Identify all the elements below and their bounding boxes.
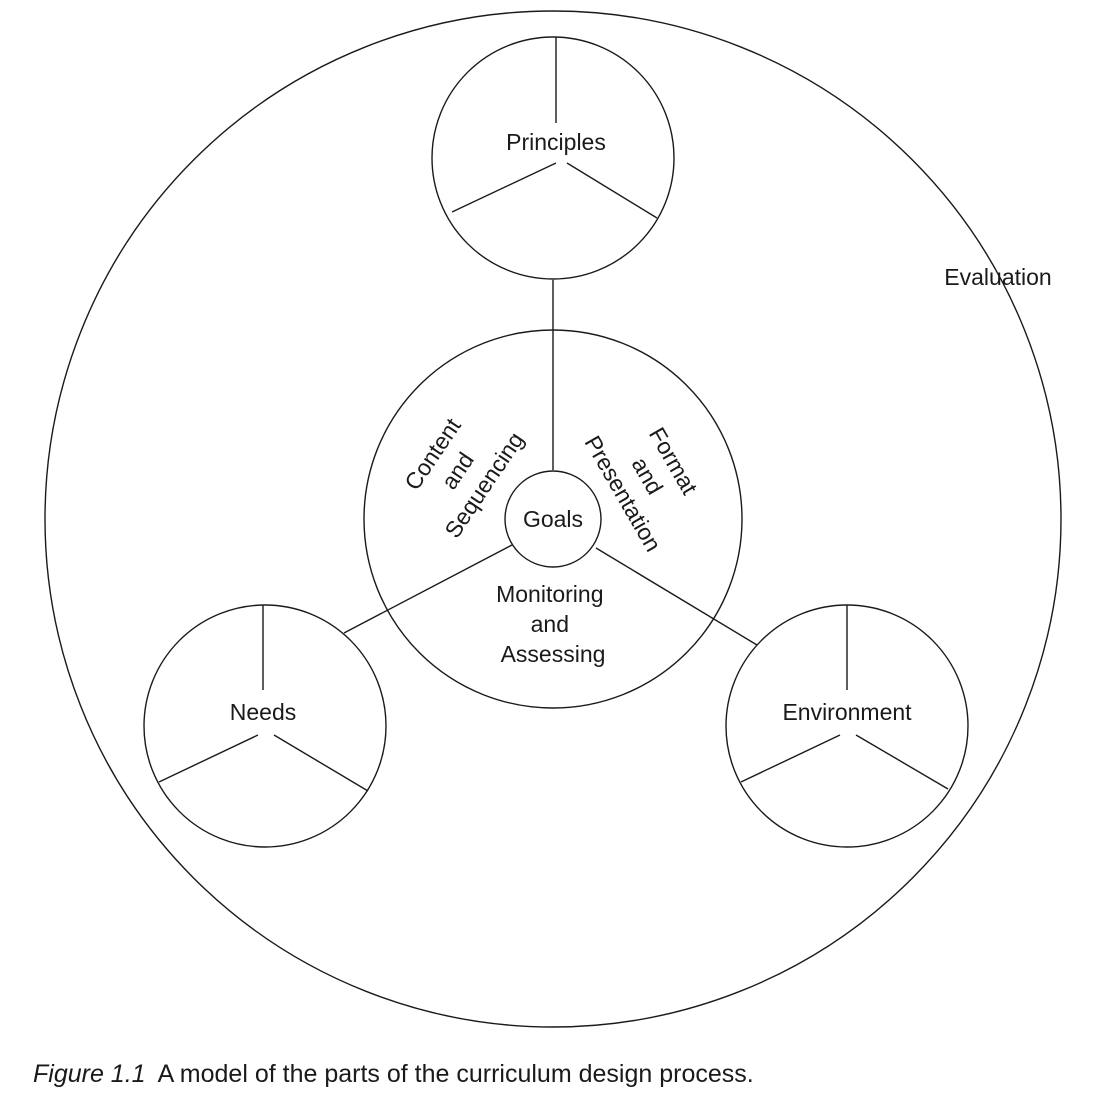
principles-label: Principles <box>506 129 606 155</box>
evaluation-circle <box>44 10 1062 1028</box>
environment-label: Environment <box>782 699 912 725</box>
environment-circle <box>725 604 969 848</box>
format-presentation-label: Format and Presentation <box>580 401 719 556</box>
connector-environment <box>595 547 758 646</box>
middle-circle <box>363 329 743 709</box>
evaluation-label: Evaluation <box>944 264 1051 290</box>
connector-needs <box>343 544 513 634</box>
monitoring-assessing-label: Monitoring and Assessing <box>496 581 610 667</box>
goals-label: Goals <box>523 506 583 532</box>
curriculum-diagram: Goals Content and Sequencing Format and … <box>44 10 1062 1028</box>
figure-number: Figure 1.1 <box>33 1060 146 1088</box>
caption-text: A model of the parts of the curriculum d… <box>157 1060 754 1088</box>
principles-circle <box>431 36 675 280</box>
figure-caption: Figure 1.1 A model of the parts of the cu… <box>33 1060 754 1089</box>
needs-label: Needs <box>230 699 296 725</box>
goals-circle <box>504 470 602 568</box>
needs-circle <box>143 604 387 848</box>
